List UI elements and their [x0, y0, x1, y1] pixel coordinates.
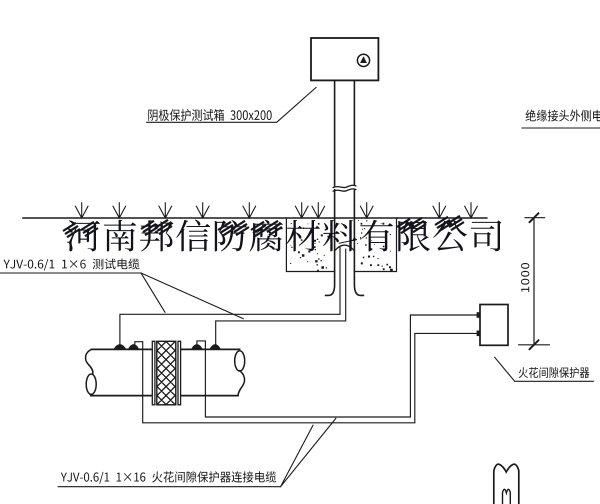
conduit-break-lower [332, 188, 357, 192]
text-spark-label: 火花间隙保护器 [519, 365, 600, 380]
text-watermark: 河南邦信防腐材料有限公司 [67, 216, 499, 257]
label-insulated-joint-outer-cable [525, 109, 600, 122]
dimension-ticks [528, 211, 540, 351]
pipe-break-left-curve [84, 348, 94, 375]
leader-test-cable [0, 272, 244, 320]
watermark-hatch-marks [62, 214, 465, 239]
joint-crosshatch [156, 341, 176, 405]
conduit-riser [324, 79, 365, 297]
label-spark-gap-protector [518, 366, 590, 379]
pipe-break-right-curve [237, 369, 246, 397]
concrete-stipple [290, 220, 393, 272]
spark-cable-right [196, 314, 478, 418]
spark-gap-box [479, 303, 509, 347]
linework-layer [0, 37, 600, 504]
joint-flange-right [177, 340, 182, 406]
cables [113, 247, 478, 424]
leader-spark-label [493, 356, 594, 382]
conduit-wall-right-flare [353, 189, 365, 297]
company-watermark [62, 214, 502, 252]
test-box [310, 37, 380, 82]
spark-gap-terminal-bottom [476, 330, 481, 337]
labels-layer [3, 109, 600, 484]
joint-body-outline [156, 340, 177, 406]
text-ins-cable: 绝缘接头外侧电缆 [525, 109, 600, 124]
conduit-walls-upper [333, 79, 356, 187]
spark-gap-protector [476, 303, 509, 347]
label-spark-cable-glyphs [60, 471, 277, 484]
meter-symbol-icon [356, 53, 371, 68]
pipe-break-right-loop [233, 350, 246, 372]
leader-spark-cable [57, 417, 337, 488]
test-cable-left [119, 247, 341, 346]
ground-marks [74, 202, 479, 219]
label-dimension-glyphs [521, 263, 530, 293]
text-spark-cable: YJV-0.6/1 1×16 火花间隙保护器连接电缆 [60, 471, 287, 486]
test-cable-right [215, 248, 347, 346]
label-test-box-glyphs [148, 109, 272, 121]
text-mirrors: 阴极保护测试箱 300x200 绝缘接头外侧电缆 YJV-0.6/1 1×6 测… [3, 108, 600, 486]
concrete-block [285, 217, 398, 273]
joint-hatch-lines [156, 341, 176, 405]
tube-outer [492, 463, 520, 504]
leader-lines [0, 86, 600, 488]
label-ins-cable-glyphs [525, 109, 600, 122]
joint-flange-left [151, 340, 156, 406]
label-dimension-1000 [521, 263, 530, 293]
spark-gap-terminal-top [476, 312, 481, 318]
duct-seal-arc [333, 244, 356, 252]
conduit-break-upper [332, 184, 357, 189]
text-test-cable: YJV-0.6/1 1×6 测试电缆 [3, 258, 138, 273]
meter-triangle [360, 56, 367, 63]
label-test-box [148, 109, 272, 121]
spark-cable-left [134, 332, 478, 424]
meter-circle [356, 53, 371, 68]
pipe-break-left-loop [85, 373, 97, 396]
insulating-joint [151, 340, 182, 406]
text-test-box: 阴极保护测试箱 300x200 [148, 108, 289, 123]
label-spark-gap-connect-cable [60, 471, 277, 484]
leader-test-box [146, 86, 317, 123]
test-box-outline [310, 37, 380, 82]
cable-terminals [113, 344, 221, 350]
text-dimension: 1000 [510, 259, 524, 290]
label-spark-glyphs [518, 366, 590, 379]
dimension-line [518, 211, 550, 351]
tube-inner [501, 488, 511, 504]
conduit-wall-left-flare [324, 189, 336, 297]
bottom-tube [492, 463, 520, 504]
joint-body-fill [156, 341, 176, 405]
